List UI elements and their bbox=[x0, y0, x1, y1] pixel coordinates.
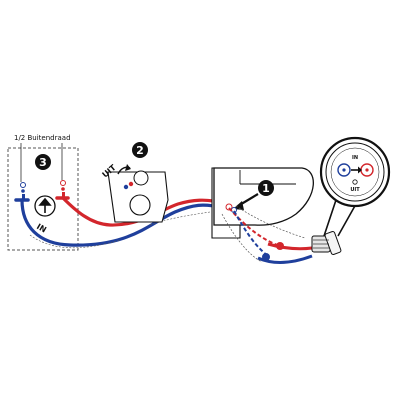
hot-hose-end-cap bbox=[276, 242, 284, 250]
inset-in-label: IN bbox=[352, 155, 358, 161]
inset-out-label: UIT bbox=[350, 187, 360, 193]
step-badge-2-circle bbox=[132, 142, 148, 158]
cold-hose-end-cap bbox=[262, 253, 270, 261]
valve-handle bbox=[324, 231, 342, 255]
seat-hot-nozzle bbox=[128, 181, 134, 187]
out-arrowhead-icon bbox=[125, 164, 131, 171]
cold-connector-stem bbox=[22, 194, 25, 199]
step-badge-2: 2 bbox=[136, 144, 144, 157]
cold-hose-end bbox=[257, 254, 313, 264]
hose-guide-1 bbox=[29, 234, 121, 249]
inset-detail: IN UIT bbox=[319, 136, 391, 237]
inset-hot-port-dot bbox=[365, 168, 369, 172]
guide-dashed-1 bbox=[221, 213, 263, 263]
inset-inner-ring bbox=[325, 142, 385, 202]
seat-outlet-bottom bbox=[129, 194, 151, 216]
step-badge-3-circle bbox=[35, 154, 51, 170]
cold-connector-dot bbox=[21, 189, 25, 193]
in-label: IN bbox=[35, 222, 48, 235]
inset-center-hole bbox=[352, 179, 358, 185]
hot-connector-dot bbox=[61, 187, 65, 191]
inset-cold-port-dot bbox=[342, 168, 346, 172]
inset-leader-1 bbox=[323, 199, 337, 237]
cold-connector-ring bbox=[20, 182, 26, 188]
wall-box-panel: 1/2 Buitendraad 3 bbox=[7, 134, 79, 251]
step-badge-1-circle bbox=[258, 180, 274, 196]
inset-flow-arrow-icon bbox=[358, 166, 362, 174]
seat-outlet-top bbox=[133, 170, 149, 186]
thread-label: 1/2 Buitendraad bbox=[14, 134, 71, 142]
hot-connector-ring bbox=[60, 180, 66, 186]
cold-hose-main bbox=[20, 198, 216, 247]
toilet-panel: 1 bbox=[211, 167, 342, 264]
inset-leader-2 bbox=[337, 203, 357, 237]
seat-outlet-panel: 2 UIT bbox=[101, 142, 169, 223]
hose-guide-2 bbox=[149, 211, 211, 226]
inset-core-ring bbox=[330, 147, 380, 197]
toilet-bowl-outline bbox=[213, 167, 314, 226]
hot-connector-stem bbox=[62, 192, 65, 197]
hot-hose-end bbox=[267, 242, 313, 251]
guide-dashed-2 bbox=[235, 205, 306, 239]
seat-cold-nozzle bbox=[123, 184, 129, 190]
step-badge-1: 1 bbox=[262, 182, 270, 195]
wall-box-outline bbox=[7, 147, 79, 251]
hot-dashed-hose bbox=[228, 207, 281, 247]
up-arrow-icon bbox=[38, 197, 52, 213]
step-badge-3: 3 bbox=[39, 156, 47, 169]
